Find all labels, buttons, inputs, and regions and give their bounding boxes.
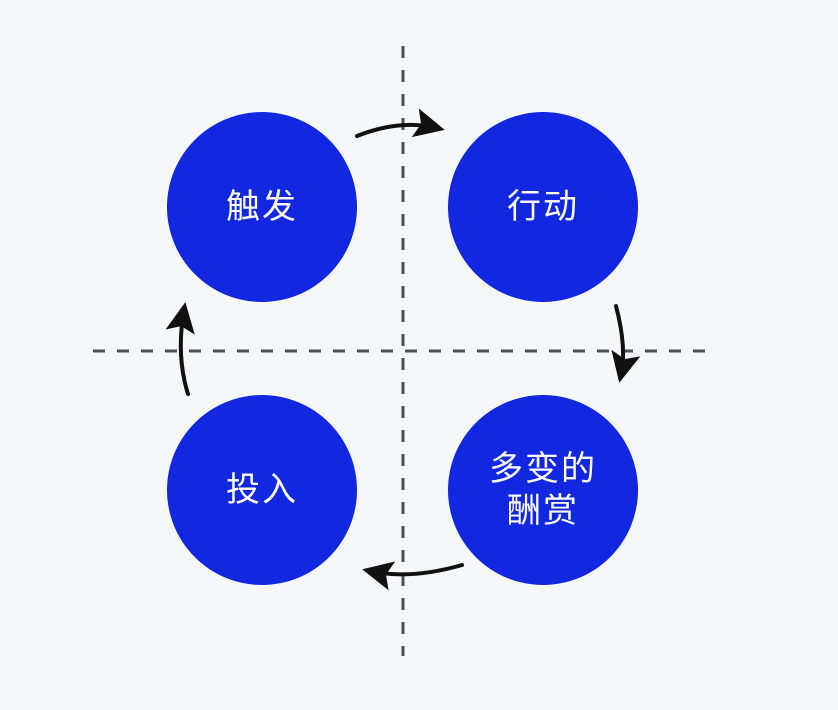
node-variable-reward-label-line1: 多变的: [489, 449, 597, 488]
arrow-action-to-reward: [611, 304, 641, 383]
node-variable-reward-label-line2: 酬赏: [507, 492, 579, 530]
node-action[interactable]: 行动: [448, 112, 638, 302]
node-variable-reward[interactable]: 多变的 酬赏: [448, 395, 638, 585]
node-action-label: 行动: [507, 187, 579, 226]
node-trigger[interactable]: 触发: [167, 112, 357, 302]
arrow-investment-to-trigger: [165, 302, 195, 396]
arrow-trigger-to-action: [355, 108, 445, 138]
node-investment[interactable]: 投入: [167, 395, 357, 585]
node-investment-label: 投入: [226, 470, 298, 509]
node-trigger-label: 触发: [226, 187, 298, 226]
arrow-reward-to-investment: [362, 561, 464, 591]
